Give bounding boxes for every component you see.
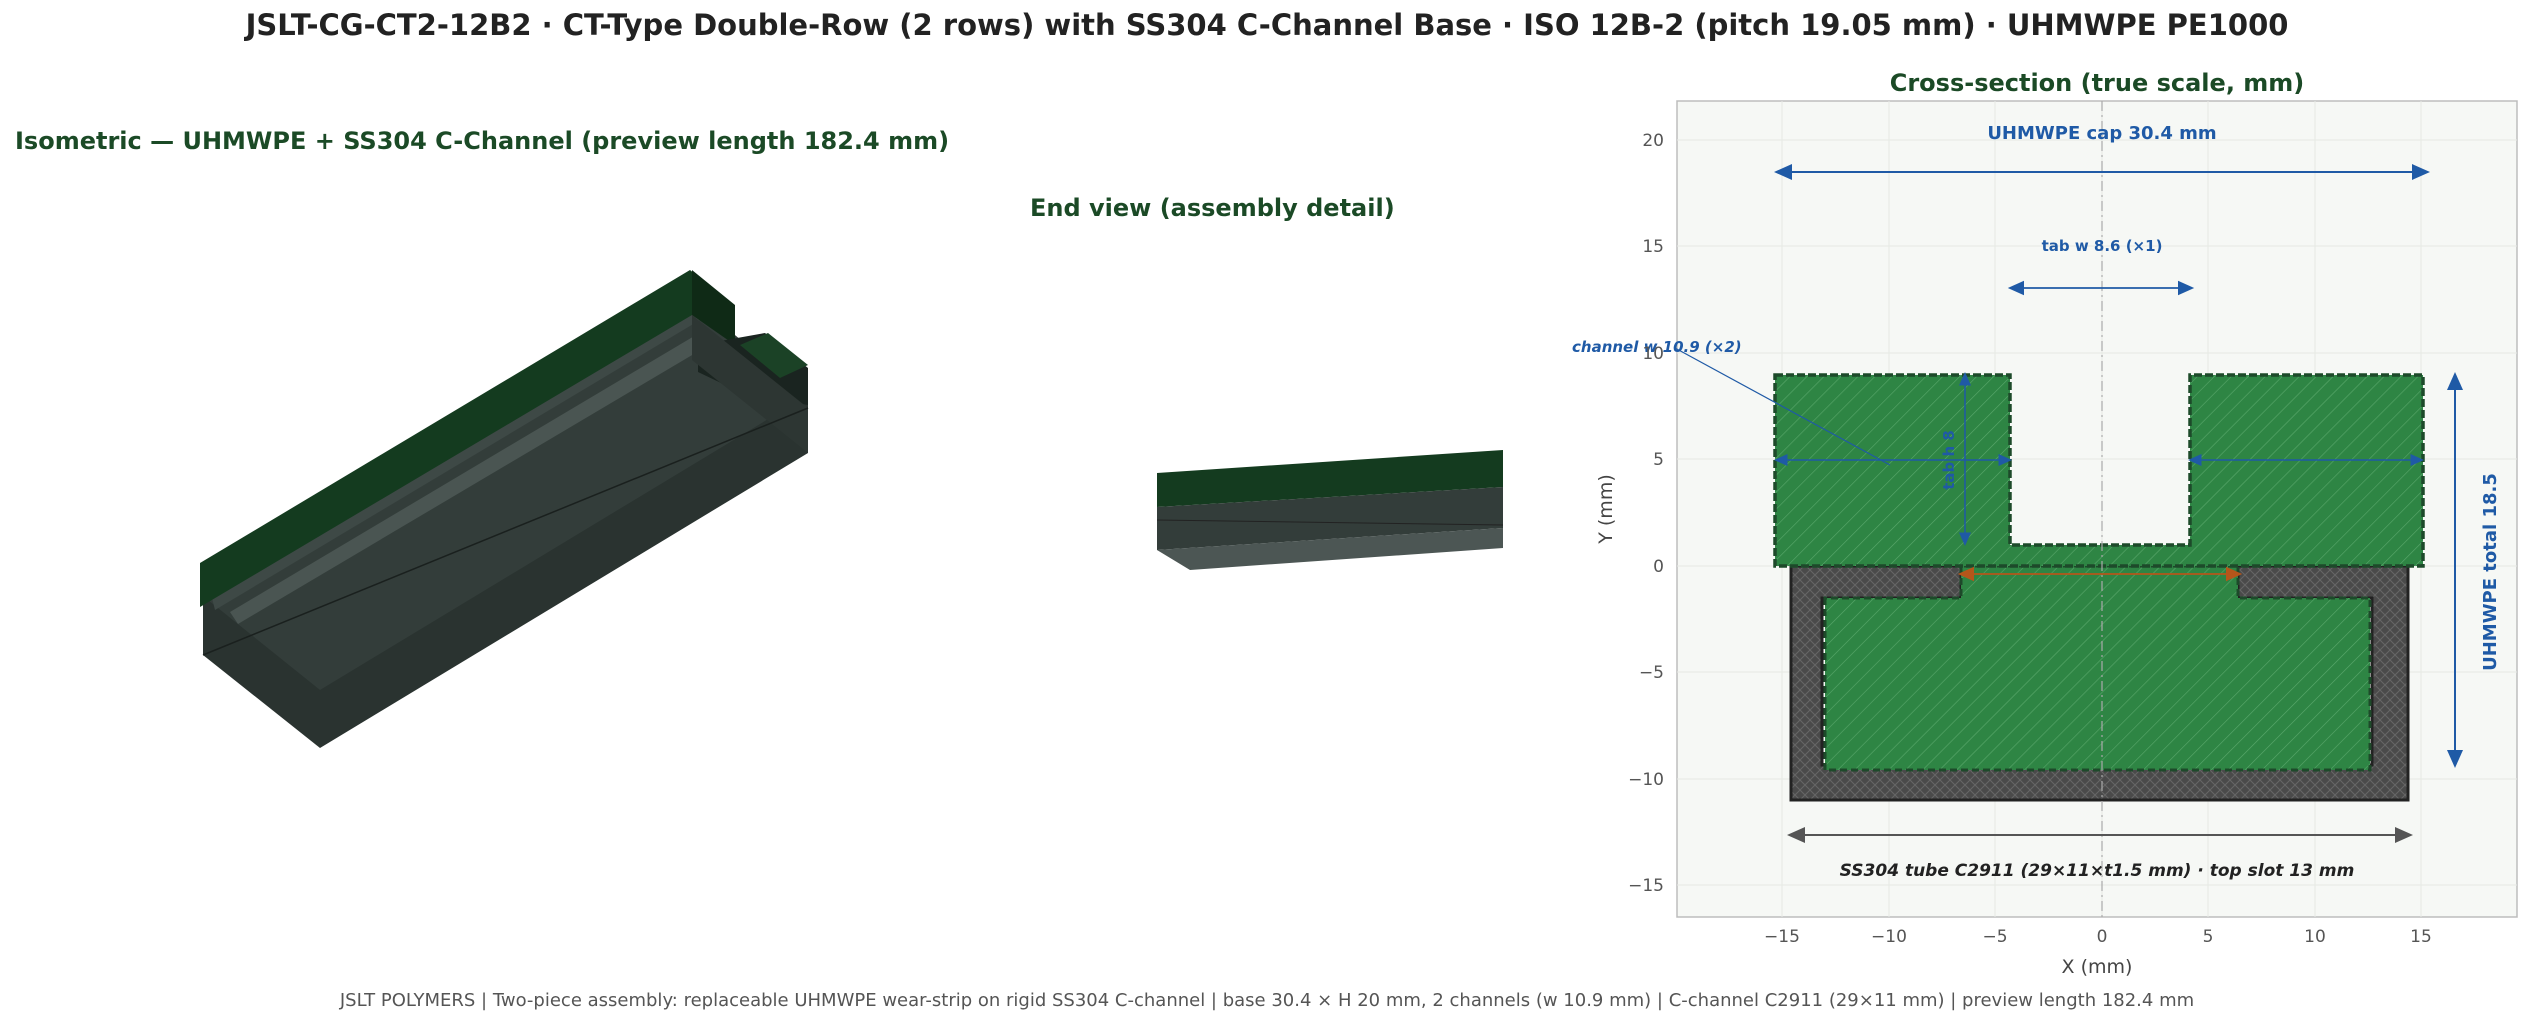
isometric-title: Isometric — UHMWPE + SS304 C-Channel (pr… <box>15 127 950 155</box>
y-tick: 5 <box>1653 450 1664 470</box>
y-tick: −15 <box>1628 876 1664 896</box>
y-tick: 15 <box>1642 237 1664 257</box>
end-view <box>1156 450 1504 570</box>
iso-edge <box>202 407 809 656</box>
y-tick: −10 <box>1628 770 1664 790</box>
uhmwpe-cap <box>1773 373 2425 568</box>
x-ticks: −15 −10 −5 0 5 10 15 <box>1764 927 2432 947</box>
iso-end-face <box>692 315 808 453</box>
x-tick: −5 <box>1982 927 2007 947</box>
channel-leader <box>1674 347 1891 466</box>
isometric-view <box>200 270 809 748</box>
tab-height-label: tab h 8 <box>1940 430 1958 490</box>
footer-note: JSLT POLYMERS | Two-piece assembly: repl… <box>339 990 2195 1011</box>
y-tick: 10 <box>1642 344 1664 364</box>
y-tick: −5 <box>1639 663 1664 683</box>
y-axis-label: Y (mm) <box>1595 474 1617 545</box>
x-tick: 5 <box>2203 927 2214 947</box>
cap-width-label: UHMWPE cap 30.4 mm <box>1987 123 2216 144</box>
x-tick: 10 <box>2304 927 2326 947</box>
tab-width-label: tab w 8.6 (×1) <box>2042 237 2163 255</box>
x-tick: −15 <box>1764 927 1800 947</box>
channel-width-label: channel w 10.9 (×2) <box>1572 338 1742 356</box>
cross-section-title: Cross-section (true scale, mm) <box>1889 69 2305 97</box>
tube-label: SS304 tube C2911 (29×11×t1.5 mm) · top s… <box>1840 861 2355 881</box>
x-axis-label: X (mm) <box>2062 956 2133 978</box>
x-tick: 15 <box>2410 927 2432 947</box>
end-cap <box>1157 450 1503 507</box>
x-tick: 0 <box>2097 927 2108 947</box>
iso-cap-top <box>200 270 735 607</box>
iso-tab-top <box>740 333 808 378</box>
iso-cap-end <box>692 270 735 345</box>
end-edge <box>1156 519 1504 526</box>
y-tick: 20 <box>1642 131 1664 151</box>
iso-channel-groove-2 <box>230 335 704 624</box>
end-body <box>1157 487 1503 550</box>
total-height-label: UHMWPE total 18.5 <box>2480 473 2501 671</box>
x-tick: −10 <box>1871 927 1907 947</box>
y-tick: 0 <box>1653 557 1664 577</box>
end-view-title: End view (assembly detail) <box>1030 194 1395 222</box>
cross-section-plot: UHMWPE cap 30.4 mm tab w 8.6 (×1) channe… <box>1572 100 2518 978</box>
uhmwpe-insert <box>1823 564 2372 772</box>
y-ticks: 20 15 10 5 0 −5 −10 −15 <box>1628 131 1664 896</box>
main-title: JSLT-CG-CT2-12B2 · CT-Type Double-Row (2… <box>245 8 2289 42</box>
end-base <box>1157 528 1503 570</box>
